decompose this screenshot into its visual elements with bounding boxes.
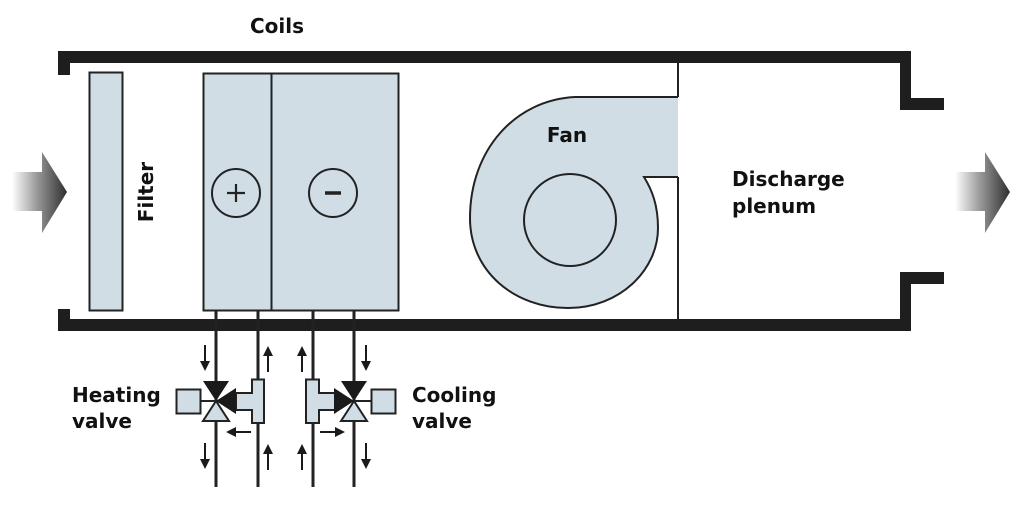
discharge-plenum-label-line1: Discharge (732, 167, 845, 191)
discharge-plenum-label-line2: plenum (732, 194, 816, 218)
arrow-up-icon (263, 346, 273, 372)
unit-casing (58, 51, 944, 331)
heating-valve-label-line2: valve (72, 409, 132, 433)
arrow-right-icon (320, 427, 345, 437)
heating-bypass-tee (235, 378, 265, 424)
heating-valve-port-top (203, 381, 229, 401)
cooling-valve-port-side (334, 388, 354, 414)
outlet-airflow-arrow-icon (955, 152, 1010, 233)
filter (88, 71, 124, 312)
fan (468, 96, 678, 310)
cooling-valve (305, 378, 397, 424)
filter-label: Filter (134, 162, 158, 222)
arrow-down-icon (361, 443, 371, 469)
coils-label: Coils (250, 14, 304, 38)
casing-bottom-wall (58, 272, 944, 331)
heating-valve-port-side (216, 388, 236, 414)
fan-wheel (523, 173, 617, 267)
cooling-valve-label-line1: Cooling (412, 383, 496, 407)
coil-assembly (202, 72, 400, 312)
heating-valve-label-line1: Heating (72, 383, 161, 407)
flow-arrows (200, 345, 371, 470)
arrow-down-icon (361, 345, 371, 371)
heating-valve-port-bottom (201, 399, 231, 422)
cooling-valve-label-line2: valve (412, 409, 472, 433)
heating-valve (175, 378, 265, 424)
cooling-valve-port-bottom (339, 399, 369, 422)
fan-label: Fan (547, 123, 587, 147)
arrow-left-icon (226, 427, 251, 437)
arrow-down-icon (200, 345, 210, 371)
cooling-valve-port-top (341, 381, 367, 401)
cooling-coil-symbol-icon (308, 168, 358, 218)
inlet-airflow-arrow-icon (12, 152, 67, 233)
arrow-up-icon (297, 346, 307, 372)
heating-coil-symbol-icon (211, 168, 261, 218)
arrow-up-icon (263, 444, 273, 470)
heating-valve-actuator (175, 388, 202, 415)
arrow-down-icon (200, 443, 210, 469)
cooling-bypass-tee (305, 378, 336, 424)
arrow-up-icon (297, 444, 307, 470)
cooling-valve-actuator (370, 388, 397, 415)
casing-top-wall (58, 51, 944, 110)
